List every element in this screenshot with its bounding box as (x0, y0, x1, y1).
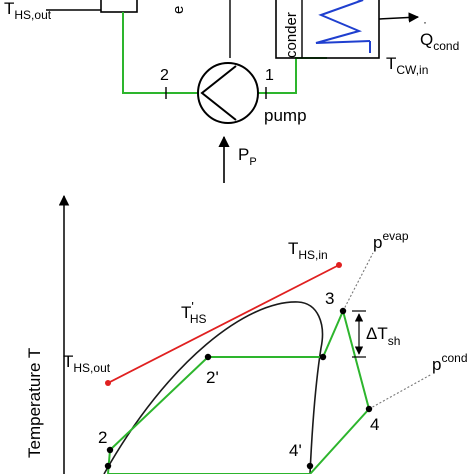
pump-chevron-icon (200, 65, 237, 121)
heat-source-profile (107, 264, 340, 384)
cycle-schematic: THS,out e 2 1 pump PP conder · Qcond (4, 0, 459, 183)
t-hs-in-label: THS,in (288, 239, 328, 262)
saturation-dome (103, 301, 324, 474)
state-1-top-label: 1 (265, 67, 274, 84)
t-hs-out-label: THS,out (63, 352, 111, 375)
p-cond-isobar-guide (368, 373, 433, 410)
state-3-point (339, 307, 347, 315)
evaporator-label: e (170, 6, 187, 14)
pump-label: pump (264, 106, 307, 125)
t-hs-prime-label: T'HS (181, 299, 207, 326)
cooling-coil-icon (315, 0, 371, 44)
state-2prime-label: 2' (206, 368, 219, 387)
state-4-point (365, 405, 373, 413)
state-4prime-label: 4' (289, 441, 302, 460)
state-1-point (104, 462, 112, 470)
state-2-top-label: 2 (160, 67, 169, 84)
pipe-evaporator-to-pump (122, 12, 198, 94)
state-2-label: 2 (98, 428, 107, 447)
t-hs-in-point (336, 262, 342, 268)
p-evap-label: pevap (373, 229, 409, 252)
cycle-process-line (107, 307, 371, 474)
state-4-label: 4 (370, 415, 379, 434)
t-cw-in-label: TCW,in (386, 54, 428, 77)
state-2-point (106, 446, 114, 454)
p-cond-label: pcond (432, 351, 468, 374)
q-cond-dot: · (423, 15, 427, 29)
state-3prime-point (319, 353, 327, 361)
delta-t-sh-label: ΔTsh (366, 324, 400, 348)
temperature-diagram: Temperature T pevap pcond THS, (25, 194, 468, 474)
state-4prime-point (306, 462, 314, 470)
pump-power-label: PP (238, 145, 257, 168)
condenser-box (275, 0, 380, 59)
p-evap-isobar-guide (342, 252, 374, 312)
evaporator-box (100, 0, 138, 13)
t-hs-out-point (105, 380, 111, 386)
y-axis-label: Temperature T (25, 348, 44, 458)
q-cond-arrow (378, 12, 420, 23)
q-cond-label: Qcond (420, 30, 459, 53)
state-3-label: 3 (325, 289, 334, 308)
pump-icon (197, 62, 259, 124)
state-2prime-point (204, 353, 212, 361)
t-hs-out-top-label: THS,out (4, 0, 52, 22)
condenser-label: conder (283, 12, 300, 58)
